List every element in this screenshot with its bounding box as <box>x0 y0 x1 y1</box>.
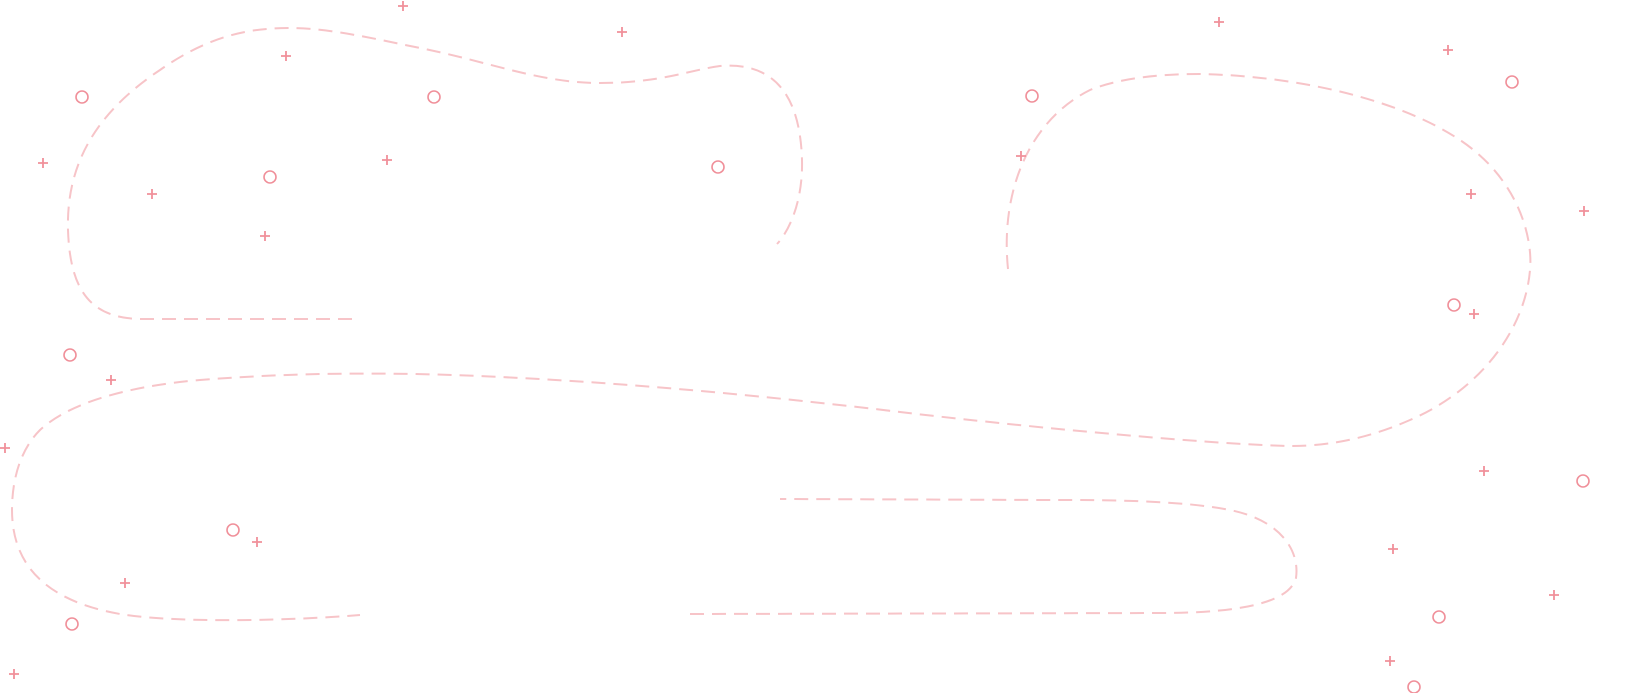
plus-icon <box>382 155 392 165</box>
ring-icon <box>1447 298 1461 312</box>
dashed-curve-top-left <box>66 26 804 320</box>
plus-icon <box>260 231 270 241</box>
plus-icon <box>1549 590 1559 600</box>
plus-icon <box>38 158 48 168</box>
plus-icon <box>617 27 627 37</box>
ring-icon <box>427 90 441 104</box>
plus-icon <box>1214 17 1224 27</box>
ring-markers <box>63 75 1590 693</box>
plus-icon <box>120 578 130 588</box>
plus-icon <box>1388 544 1398 554</box>
ring-icon <box>1407 680 1421 693</box>
plus-icon <box>106 375 116 385</box>
plus-icon <box>0 443 10 453</box>
dashed-curve-bottom-right <box>689 498 1298 615</box>
ring-icon <box>711 160 725 174</box>
ring-icon <box>1505 75 1519 89</box>
plus-icon <box>1443 45 1453 55</box>
plus-icon <box>1469 309 1479 319</box>
plus-icon <box>281 51 291 61</box>
ring-icon <box>1432 610 1446 624</box>
plus-icon <box>1466 189 1476 199</box>
plus-icon <box>1579 206 1589 216</box>
plus-icon <box>252 537 262 547</box>
ring-icon <box>226 523 240 537</box>
plus-icon <box>1016 151 1026 161</box>
ring-icon <box>263 170 277 184</box>
ring-icon <box>63 348 77 362</box>
plus-icon <box>9 669 19 679</box>
plus-icon <box>1385 656 1395 666</box>
plus-icon <box>147 189 157 199</box>
ring-icon <box>1576 474 1590 488</box>
ring-icon <box>75 90 89 104</box>
ring-icon <box>1025 89 1039 103</box>
dashed-curve-large <box>10 72 1532 622</box>
plus-markers <box>0 1 1589 679</box>
plus-icon <box>398 1 408 11</box>
plus-icon <box>1479 466 1489 476</box>
ring-icon <box>65 617 79 631</box>
